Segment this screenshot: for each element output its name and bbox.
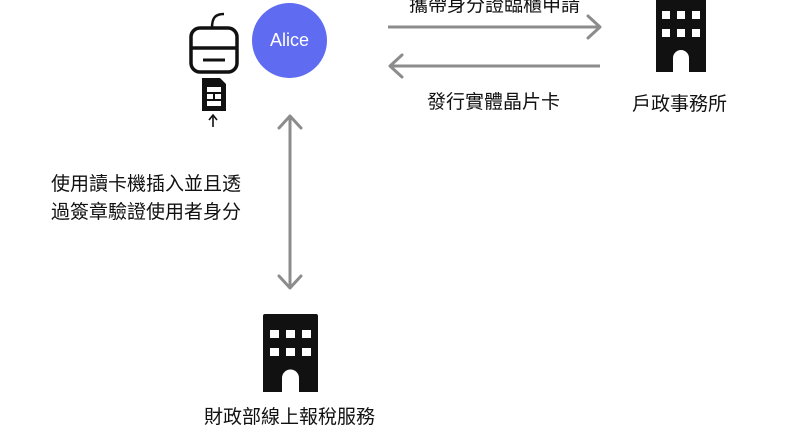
arrow-alice-tax-service bbox=[277, 114, 303, 290]
household-office-label: 戶政事務所 bbox=[632, 93, 728, 115]
arrow-to-alice bbox=[388, 53, 600, 79]
apply-label: 攜帶身分證臨櫃申請 bbox=[409, 0, 581, 16]
verify-label-line2: 過簽章驗證使用者身分 bbox=[51, 201, 242, 223]
insert-arrow-icon bbox=[208, 113, 218, 127]
tax-service-label: 財政部線上報稅服務 bbox=[204, 406, 376, 428]
verify-label-line1: 使用讀卡機插入並且透 bbox=[51, 173, 242, 195]
tax-building-icon bbox=[263, 314, 318, 392]
card-reader-icon bbox=[189, 12, 239, 74]
alice-name: Alice bbox=[269, 30, 309, 50]
diagram-canvas bbox=[189, 0, 706, 392]
office-building-icon bbox=[656, 0, 706, 72]
chip-card-icon bbox=[202, 78, 226, 111]
alice-avatar: Alice bbox=[252, 3, 327, 78]
arrow-to-household-office bbox=[388, 14, 602, 40]
issue-label: 發行實體晶片卡 bbox=[427, 91, 561, 113]
